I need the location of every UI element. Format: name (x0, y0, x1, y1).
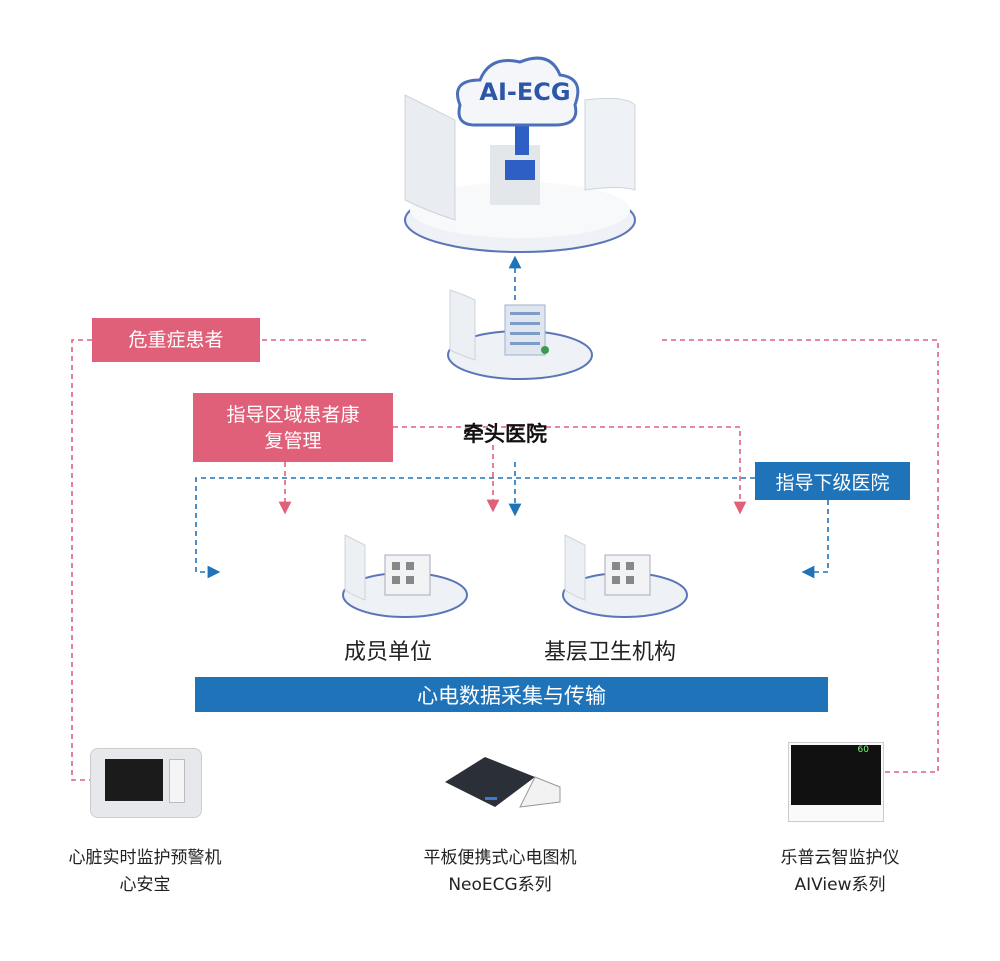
critical-left-line (71, 339, 92, 781)
lead-hospital-label: 牵头医院 (463, 422, 547, 446)
member-unit-illustration (342, 534, 468, 618)
device-name: 乐普云智监护仪 (780, 848, 900, 868)
guide-right-line (801, 500, 829, 579)
rehab-line-2: 复管理 (264, 429, 322, 452)
xinanbao-device-icon (90, 748, 202, 818)
neoecg-tablet-icon (445, 757, 561, 808)
device-name: 平板便携式心电图机 (423, 848, 577, 868)
right-monitor-line (662, 339, 939, 773)
guide-horizontal-line (195, 477, 755, 579)
grassroots-unit-illustration (562, 534, 688, 618)
grassroots-unit-label: 基层卫生机构 (543, 640, 676, 665)
guide-lower-hospitals-box: 指导下级医院 (755, 462, 910, 500)
device-model: NeoECG系列 (448, 875, 552, 895)
rehab-line-1: 指导区域患者康 (226, 403, 360, 426)
critical-patients-box: 危重症患者 (92, 318, 260, 362)
member-unit-label: 成员单位 (343, 640, 432, 665)
lead-hospital-illustration (447, 289, 593, 380)
device-label-neoecg: 平板便携式心电图机 NeoECG系列 (385, 845, 615, 899)
ai-ecg-cloud-label: AI-ECG (479, 78, 571, 106)
data-collection-bar: 心电数据采集与传输 (195, 677, 828, 712)
aiview-monitor-icon: 60 (788, 742, 884, 822)
device-label-aiview: 乐普云智监护仪 AIView系列 (725, 845, 955, 899)
rehab-right-line (393, 426, 747, 515)
ai-ecg-platform-illustration (404, 56, 636, 253)
device-label-xinanbao: 心脏实时监护预警机 心安宝 (30, 845, 260, 899)
device-model: AIView系列 (794, 875, 886, 895)
device-name: 心脏实时监护预警机 (68, 848, 222, 868)
rehab-management-box: 指导区域患者康 复管理 (193, 393, 393, 462)
monitor-screen-value: 60 (791, 745, 881, 805)
device-model: 心安宝 (119, 875, 171, 895)
